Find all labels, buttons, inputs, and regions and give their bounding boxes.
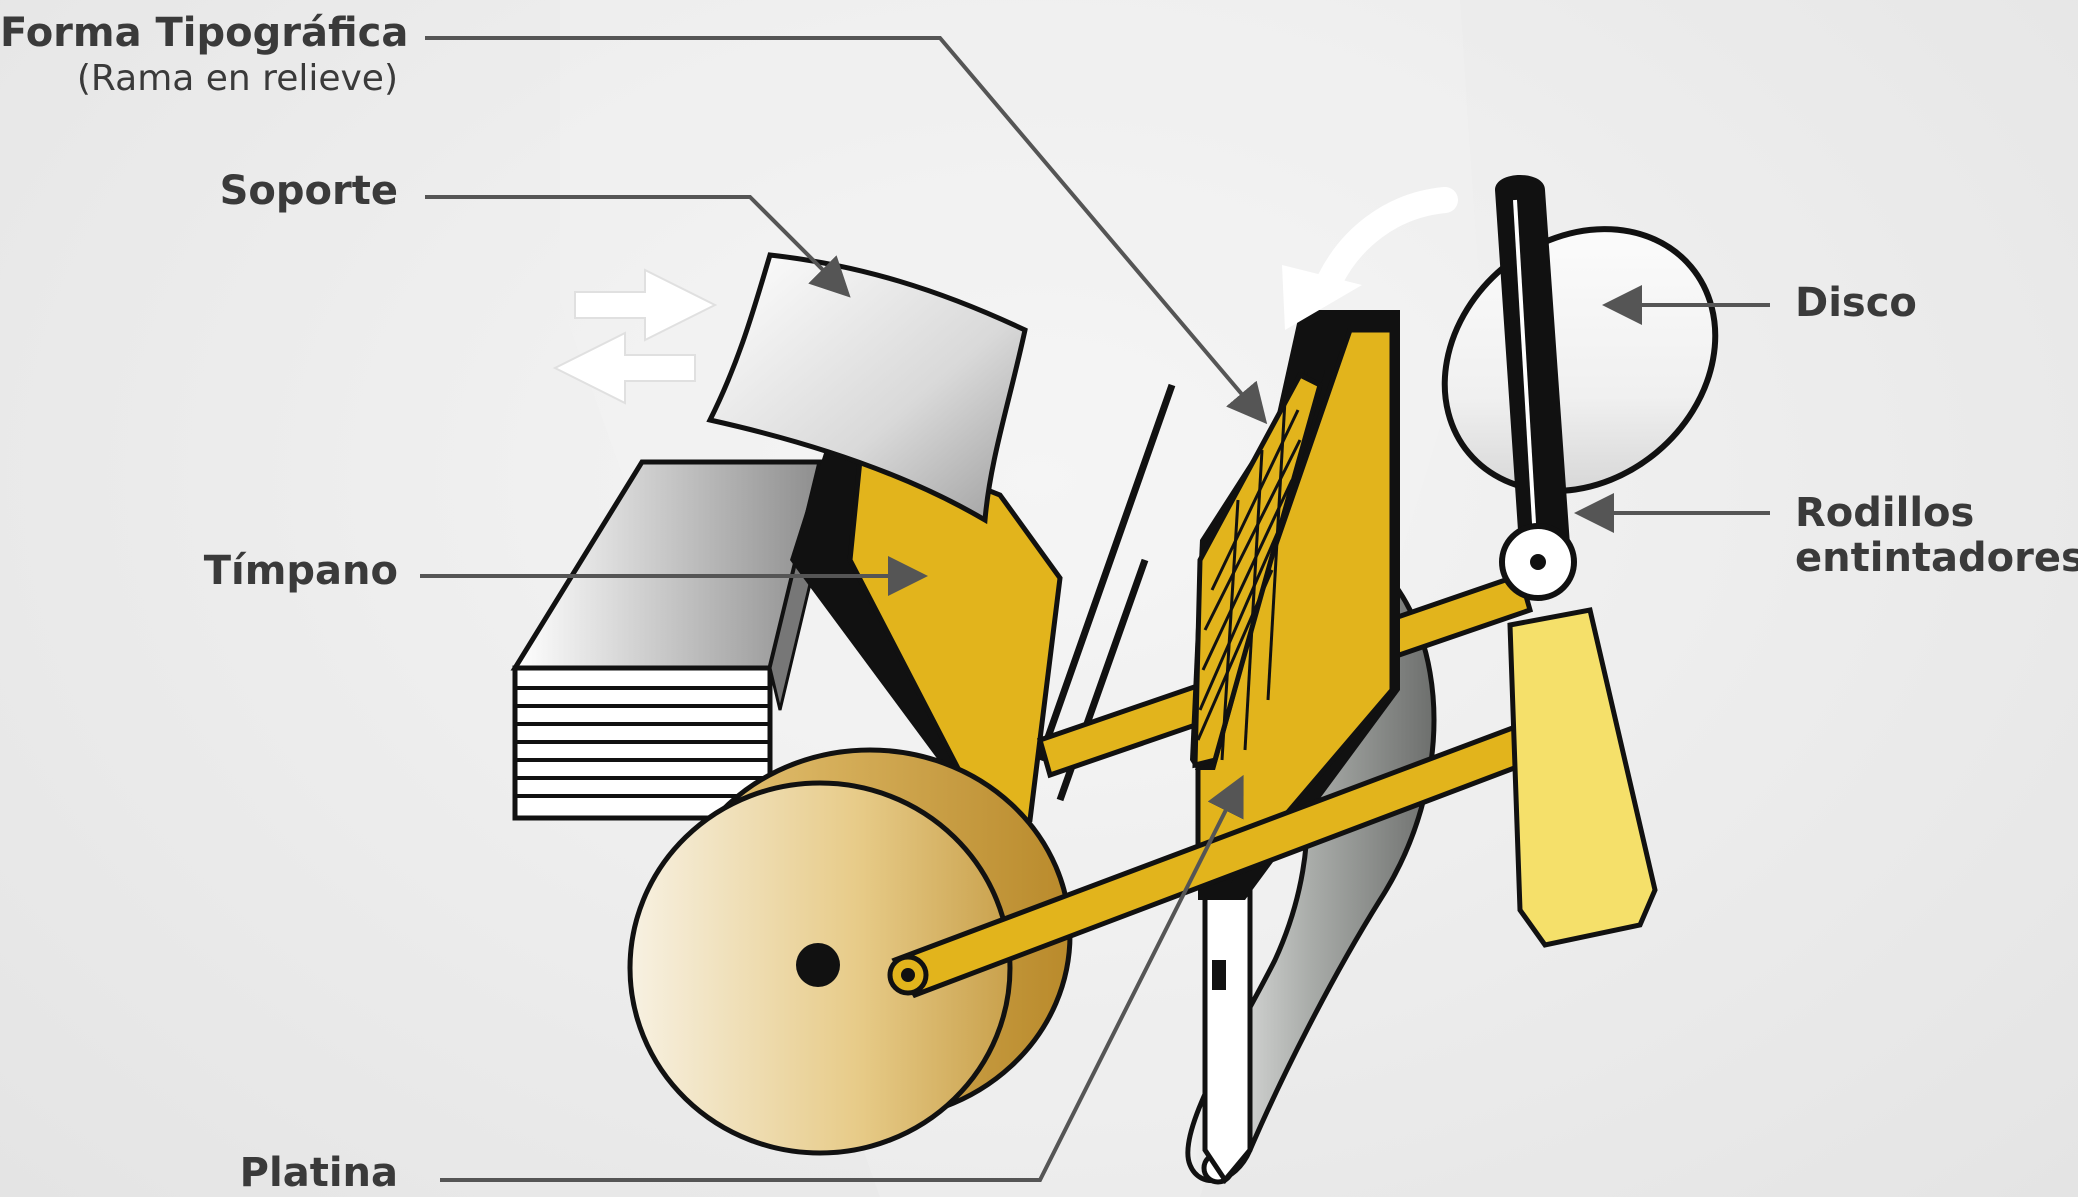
- roller-lever: [1510, 610, 1655, 945]
- label-forma-subtitle: (Rama en relieve): [0, 58, 398, 99]
- label-timpano: Tímpano: [0, 548, 398, 594]
- label-platina: Platina: [0, 1150, 398, 1196]
- label-soporte: Soporte: [0, 168, 398, 214]
- label-disco: Disco: [1795, 280, 1917, 326]
- label-rodillos-line1: Rodillos: [1795, 490, 1974, 536]
- label-forma-tipografica: Forma Tipográfica: [0, 10, 398, 56]
- label-rodillos-line2: entintadores: [1795, 535, 2078, 581]
- support-rod: [1205, 880, 1250, 1180]
